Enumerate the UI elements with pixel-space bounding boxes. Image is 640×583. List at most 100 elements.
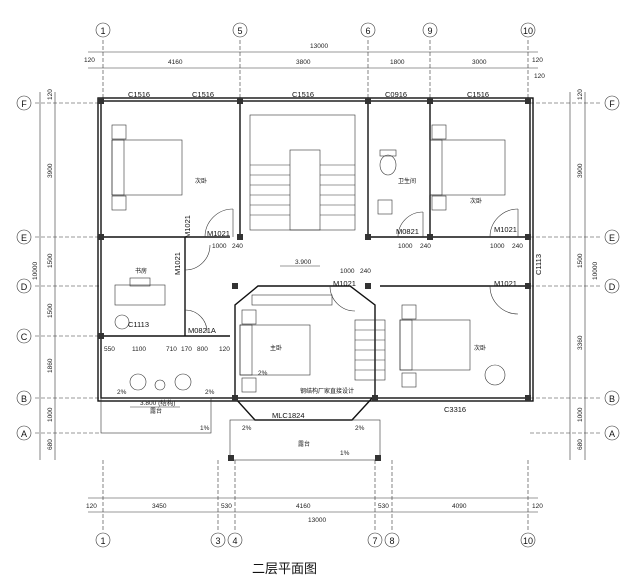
slope-label: 2% (242, 425, 252, 432)
slope-label: 1% (340, 450, 350, 457)
plan-title: 二层平面图 (252, 562, 317, 577)
axis-top-label: 6 (365, 26, 370, 36)
door-label: M1021 (207, 229, 230, 238)
axis-top-label: 5 (237, 26, 242, 36)
dim-label: 10000 (32, 262, 39, 280)
axis-right-label: D (609, 282, 616, 292)
axis-bottom-label: 1 (100, 536, 105, 546)
axis-markers-right: F E D B A (604, 95, 620, 441)
plan-notes: 钢结构厂家直接设计 2% 2% 2% 2% 2% 1% 1% (117, 370, 365, 457)
door-label: M1021 (494, 279, 517, 288)
window-label: C3316 (444, 405, 466, 414)
door-label: M0821 (396, 227, 419, 236)
axis-markers-left: F E D C B A (16, 95, 32, 441)
window-label: C1516 (467, 90, 489, 99)
room-label: 书房 (135, 267, 147, 275)
window-label: C1516 (292, 90, 314, 99)
axis-top-label: 10 (523, 26, 533, 36)
axis-bottom-label: 7 (372, 536, 377, 546)
axis-markers-top: 1 5 6 9 10 (95, 22, 536, 38)
dim-label: 1000 (47, 407, 54, 422)
dim-label: 3000 (472, 59, 487, 66)
dim-label: 680 (577, 439, 584, 450)
furniture (111, 124, 506, 393)
axis-bottom-label: 3 (215, 536, 220, 546)
window-label: C0916 (385, 90, 407, 99)
dim-label: 1860 (47, 358, 54, 373)
slope-label: 2% (205, 389, 215, 396)
door-label: M1021 (173, 252, 182, 275)
window-labels: C1516 C1516 C1516 C0916 C1516 C1113 C111… (128, 90, 543, 420)
dim-label: 240 (232, 243, 243, 250)
dim-label: 3800 (296, 59, 311, 66)
dim-label: 1500 (47, 253, 54, 268)
axis-left-label: E (21, 233, 27, 243)
dim-label: 3360 (577, 335, 584, 350)
dim-label: 3900 (47, 163, 54, 178)
steel-note: 钢结构厂家直接设计 (300, 387, 354, 395)
room-labels: 次卧 卫生间 次卧 书房 主卧 次卧 露台 露台 (135, 177, 486, 448)
dim-label: 710 (166, 346, 177, 353)
dim-label: 1100 (132, 346, 146, 353)
stairs (249, 114, 386, 381)
walls (97, 97, 534, 461)
slope-label: 2% (258, 370, 268, 377)
dim-label: 1000 (340, 268, 355, 275)
room-label: 露台 (298, 440, 310, 448)
room-label: 次卧 (474, 344, 486, 352)
dim-label: 1000 (398, 243, 413, 250)
axis-top-label: 9 (427, 26, 432, 36)
dim-label: 170 (181, 346, 192, 353)
axis-top-label: 1 (100, 26, 105, 36)
slope-label: 1% (200, 425, 210, 432)
room-label: 主卧 (270, 344, 282, 352)
dim-label: 10000 (592, 262, 599, 280)
axis-left-label: A (21, 429, 27, 439)
dim-label: 1000 (577, 407, 584, 422)
window-label: C1516 (128, 90, 150, 99)
axis-right-label: E (609, 233, 615, 243)
dim-label: 120 (532, 57, 543, 64)
axis-right-label: B (609, 394, 615, 404)
dim-label: 3450 (152, 503, 167, 510)
dim-label: 13000 (310, 43, 328, 50)
dim-label: 120 (84, 57, 95, 64)
axis-bottom-label: 10 (523, 536, 533, 546)
dim-label: 800 (197, 346, 208, 353)
door-swings (184, 208, 519, 333)
door-label: M1021 (494, 225, 517, 234)
door-label: M0821A (188, 326, 216, 335)
dim-label: 680 (47, 439, 54, 450)
axis-bottom-label: 4 (232, 536, 237, 546)
dim-label: 1800 (390, 59, 405, 66)
door-label: M1021 (183, 215, 192, 238)
level-marks: 3.900 3.800 (结构) (130, 259, 320, 408)
columns (98, 98, 531, 461)
axis-left-label: F (21, 99, 27, 109)
dim-label: 1000 (212, 243, 227, 250)
window-label: C1516 (192, 90, 214, 99)
dim-label: 240 (360, 268, 371, 275)
door-label: M1021 (333, 279, 356, 288)
axis-left-label: C (21, 332, 28, 342)
slope-label: 2% (117, 389, 127, 396)
dim-label: 240 (512, 243, 523, 250)
dim-label: 3900 (577, 163, 584, 178)
dim-label: 4160 (168, 59, 183, 66)
dim-label: 120 (47, 89, 54, 100)
dim-label: 120 (219, 346, 230, 353)
axis-bottom-label: 8 (389, 536, 394, 546)
slope-label: 2% (355, 425, 365, 432)
dim-label: 1500 (47, 303, 54, 318)
dim-label: 13000 (308, 517, 326, 524)
window-label: C1113 (128, 320, 149, 329)
left-dimensions: 120 3900 10000 1500 1500 1860 1000 680 (32, 89, 54, 450)
dim-label: 120 (577, 89, 584, 100)
axis-left-label: B (21, 394, 27, 404)
room-label: 卫生间 (398, 177, 416, 185)
door-labels: M1021 M1021 M1021 M0821 M1021 M1021 M102… (173, 215, 517, 335)
window-label: C1113 (534, 254, 543, 275)
bottom-dimensions: 120 3450 530 4160 530 4090 13000 120 (86, 503, 543, 524)
room-label: 次卧 (195, 177, 207, 185)
